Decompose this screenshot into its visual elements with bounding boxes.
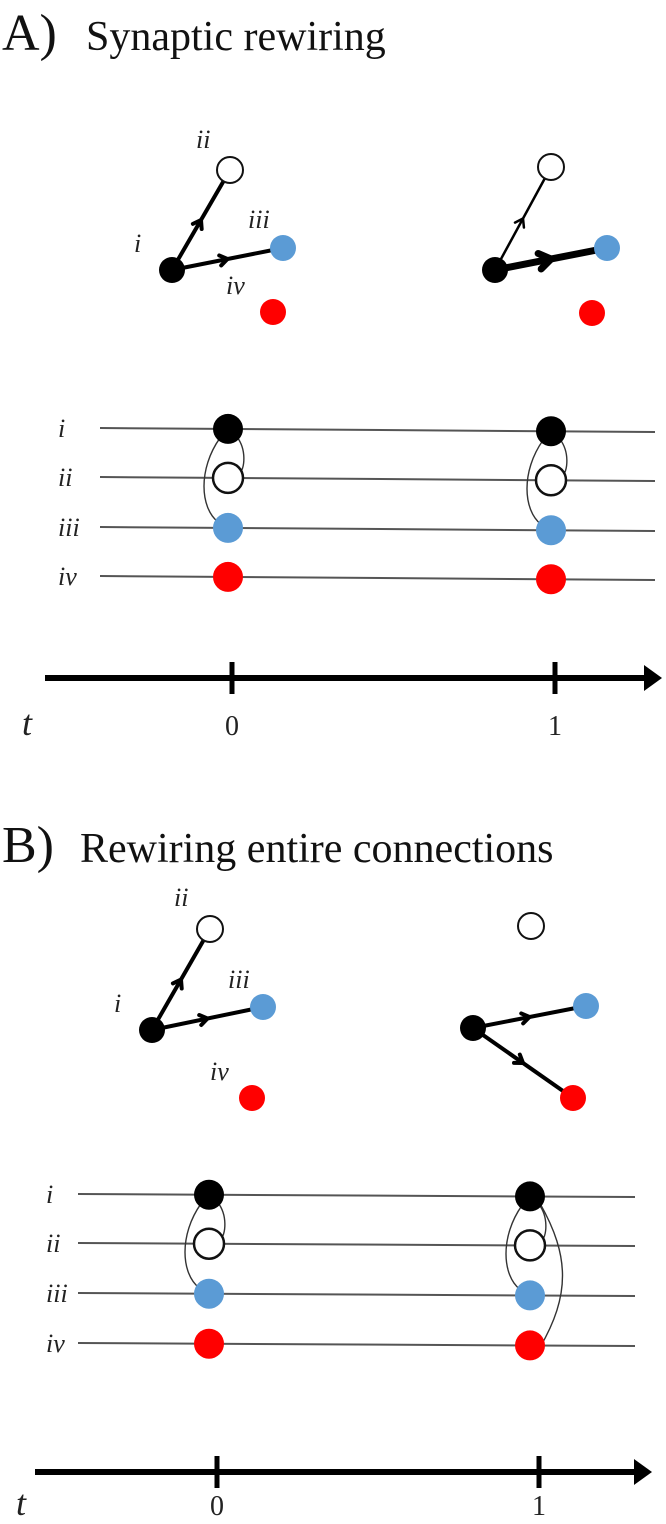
neuron-ii-node [196, 915, 224, 943]
panel-a-letter: A) [2, 5, 57, 62]
arrowhead-i-iii-icon [217, 253, 230, 268]
panel-a-time-axis: 0 1 t [22, 662, 662, 743]
neuron-iv-node [260, 299, 286, 325]
neuron-row-iv [99, 575, 656, 581]
row-label-i: i [58, 414, 65, 443]
panel-a-title: Synaptic rewiring [86, 14, 386, 60]
timeline-node-i [515, 1181, 545, 1212]
neuron-iii-node [594, 235, 620, 261]
neuron-iii-node [573, 993, 599, 1019]
arrow-right-icon [644, 665, 662, 691]
row-label-ii: ii [46, 1229, 60, 1258]
panel-a-heading: A) Synaptic rewiring [2, 5, 386, 62]
panel-b-title: Rewiring entire connections [80, 826, 554, 872]
timeline-node-ii [534, 464, 568, 497]
row-label-iv: iv [46, 1329, 65, 1358]
axis-tick-label-1: 1 [532, 1491, 546, 1522]
connection-arc-i-iii [505, 1205, 523, 1290]
arrow-right-icon [634, 1459, 652, 1485]
neuron-ii-node [537, 153, 565, 181]
neuron-iii-node [270, 235, 296, 261]
axis-label-t: t [22, 703, 33, 743]
arrowhead-i-iii-icon [197, 1013, 210, 1027]
neuron-row-i [77, 1193, 636, 1198]
timeline-node-iii [194, 1278, 224, 1309]
neuron-iv-node [560, 1085, 586, 1111]
axis-tick-label-1: 1 [548, 711, 562, 742]
timeline-node-iv [194, 1328, 224, 1359]
neuron-iii-node [250, 994, 276, 1020]
panel-b-time-axis: 0 1 t [16, 1456, 652, 1523]
neuron-label-i: i [134, 229, 141, 258]
neuron-iv-node [239, 1085, 265, 1111]
neuron-label-ii: ii [196, 125, 210, 154]
neuron-i-node [460, 1015, 486, 1041]
row-label-i: i [46, 1180, 53, 1209]
neuron-label-iii: iii [248, 205, 270, 234]
neuron-row-i [99, 427, 656, 433]
connection-arc-i-iii [203, 437, 221, 523]
timeline-node-ii [192, 1227, 226, 1260]
neuron-label-iii: iii [228, 965, 250, 994]
neuron-i-node [159, 257, 185, 283]
neuron-i-node [139, 1017, 165, 1043]
row-label-iii: iii [58, 513, 80, 542]
neuron-label-i: i [114, 989, 121, 1018]
timeline-node-iii [536, 515, 566, 546]
panel-b-letter: B) [2, 817, 54, 874]
arrowhead-i-ii-icon [190, 218, 204, 231]
timeline-node-ii [211, 461, 245, 495]
timeline-node-iv [213, 561, 243, 592]
neuron-label-iv: iv [210, 1057, 229, 1086]
timeline-node-i [213, 413, 243, 444]
neuron-row-iii [99, 526, 656, 532]
axis-tick-label-0: 0 [210, 1491, 224, 1522]
timeline-node-ii [513, 1229, 547, 1262]
timeline-node-iii [515, 1280, 545, 1311]
timeline-node-iv [515, 1330, 545, 1361]
neuron-ii-node [517, 912, 545, 940]
neuron-row-ii [77, 1242, 636, 1247]
neuron-ii-node [216, 156, 244, 184]
neuron-label-ii: ii [174, 883, 188, 912]
arrowhead-i-iii-icon [519, 1011, 532, 1026]
panel-b-heading: B) Rewiring entire connections [2, 817, 554, 874]
timeline-node-i [536, 416, 566, 447]
arrowhead-i-ii-icon [170, 977, 184, 991]
timeline-node-i [194, 1179, 224, 1210]
row-label-iii: iii [46, 1279, 68, 1308]
arrowhead-i-iv-icon [512, 1052, 525, 1065]
arrowhead-i-iii-icon [534, 249, 555, 273]
neuron-row-iii [77, 1292, 636, 1297]
neuron-iv-node [579, 300, 605, 326]
neuron-row-ii [99, 476, 656, 482]
neuron-row-iv [77, 1342, 636, 1347]
timeline-node-iv [536, 564, 566, 595]
axis-label-t: t [16, 1483, 27, 1523]
panel-a-network-t1 [482, 153, 620, 326]
panel-b-network-t1 [460, 912, 599, 1111]
axis-tick-label-0: 0 [225, 711, 239, 742]
connection-arc-i-iii [184, 1203, 202, 1289]
timeline-node-iii [213, 512, 243, 543]
row-label-iv: iv [58, 562, 77, 591]
neuron-label-iv: iv [226, 271, 245, 300]
neuron-i-node [482, 257, 508, 283]
connection-arc-i-iii [526, 439, 544, 525]
connection-arc-i-iv [539, 1203, 564, 1348]
row-label-ii: ii [58, 463, 72, 492]
arrowhead-i-ii-icon [513, 217, 526, 229]
